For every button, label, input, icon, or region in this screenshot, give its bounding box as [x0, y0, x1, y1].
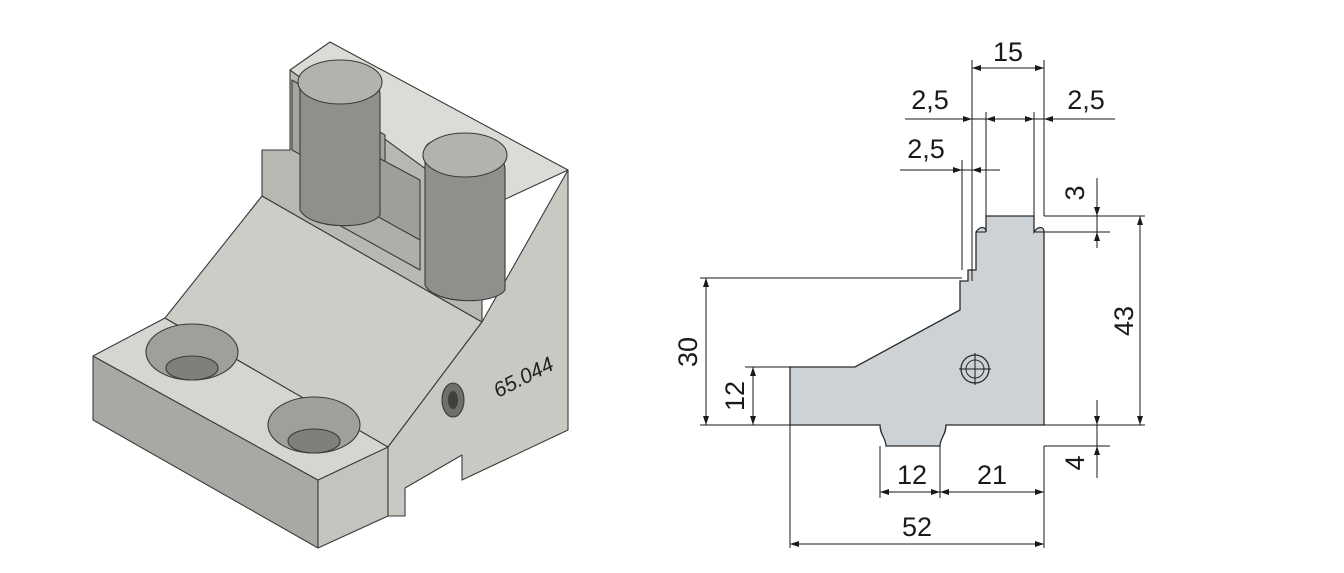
arrow: [1137, 416, 1143, 425]
base-hole-left-inner: [165, 355, 219, 381]
arrow: [1094, 207, 1100, 216]
dim-base-height: 12: [720, 381, 750, 411]
arrow: [1035, 541, 1044, 547]
side-threaded-hole-core: [448, 391, 458, 409]
arrow: [972, 167, 981, 173]
dim-base-slot-depth: 4: [1060, 455, 1090, 470]
section-view: 15 2,5 2,5 2,5 3 43 30 12: [673, 37, 1145, 548]
dim-step-height: 30: [673, 337, 703, 367]
arrow: [1025, 116, 1034, 122]
arrow: [703, 278, 709, 287]
dim-total-width: 52: [902, 512, 932, 542]
arrow: [1137, 216, 1143, 225]
arrow: [1094, 416, 1100, 425]
arrow: [1044, 116, 1053, 122]
arrow: [703, 416, 709, 425]
base-hole-right-inner: [287, 428, 341, 454]
dim-slot-right: 2,5: [1067, 85, 1105, 115]
dim-total-height: 43: [1109, 306, 1139, 336]
dim-slot-left: 2,5: [911, 85, 949, 115]
arrow: [1035, 489, 1044, 495]
arrow: [1094, 232, 1100, 241]
isometric-part-view: 65.044: [92, 41, 569, 549]
arrow: [880, 489, 889, 495]
dim-slot-depth: 3: [1060, 185, 1090, 200]
arrow: [940, 489, 949, 495]
upright-bore-right-rim: [422, 132, 508, 178]
arrow: [750, 416, 756, 425]
arrow: [790, 541, 799, 547]
section-profile: [789, 215, 1045, 447]
upright-side-face: [387, 169, 569, 517]
arrow: [1094, 446, 1100, 455]
dim-base-slot-width: 12: [897, 460, 927, 490]
arrow: [750, 367, 756, 376]
dim-slot-inner: 2,5: [907, 134, 945, 164]
dim-top-width: 15: [993, 37, 1023, 67]
upright-bore-left-rim: [297, 59, 383, 105]
arrow: [953, 167, 962, 173]
arrow: [1035, 65, 1044, 71]
dim-base-slot-offset: 21: [977, 460, 1007, 490]
arrow: [972, 65, 981, 71]
arrow: [931, 489, 940, 495]
arrow: [986, 116, 995, 122]
arrow: [963, 116, 972, 122]
